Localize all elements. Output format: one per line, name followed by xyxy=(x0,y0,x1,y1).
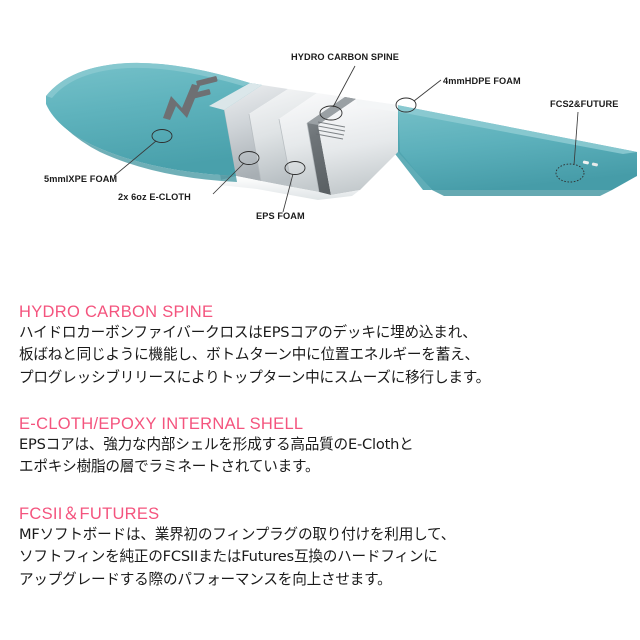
surfboard-construction-diagram: HYDRO CARBON SPINE 4mmHDPE FOAM FCS2&FUT… xyxy=(0,0,640,290)
feature-section-e-cloth-epoxy-internal-shell: E-CLOTH/EPOXY INTERNAL SHELL EPSコアは、強力な内… xyxy=(19,414,631,479)
tail-body xyxy=(397,105,637,190)
layer-eps-foam xyxy=(249,89,317,187)
tail-top-highlight xyxy=(397,105,637,154)
callout-label-hydro-carbon-spine: HYDRO CARBON SPINE xyxy=(291,52,399,62)
tail-bottom-shadow xyxy=(432,190,612,196)
layer-e-cloth xyxy=(224,85,288,181)
callout-4mm-hdpe-foam: 4mmHDPE FOAM xyxy=(395,76,521,113)
section-title: E-CLOTH/EPOXY INTERNAL SHELL xyxy=(19,415,304,433)
tail-cut-face xyxy=(392,108,432,190)
callout-marker-circle xyxy=(395,97,417,113)
callout-marker-circle xyxy=(238,151,260,165)
section-body: EPSコアは、強力な内部シェルを形成する高品質のE-Clothと エポキシ樹脂の… xyxy=(19,436,414,476)
callout-label-4mm-hdpe-foam: 4mmHDPE FOAM xyxy=(443,76,521,86)
section-title: HYDRO CARBON SPINE xyxy=(19,303,214,321)
callout-fcs2-future: FCS2&FUTURE xyxy=(550,99,618,166)
mf-logo xyxy=(163,76,218,120)
callout-2x-6oz-e-cloth: 2x 6oz E-CLOTH xyxy=(118,151,260,202)
callout-label-2x-6oz-e-cloth: 2x 6oz E-CLOTH xyxy=(118,192,191,202)
nose-bottom-shadow xyxy=(56,119,237,182)
callout-marker-circle xyxy=(319,105,343,121)
feature-section-fcsii-futures: FCSII＆FUTURES MFソフトボードは、業界初のフィンプラグの取り付けを… xyxy=(19,504,631,591)
section-title: FCSII＆FUTURES xyxy=(19,505,160,523)
nose-top-highlight xyxy=(46,62,250,98)
right-shell-top-edge xyxy=(356,99,398,112)
callout-eps-foam: EPS FOAM xyxy=(256,161,306,221)
callout-leader-line xyxy=(413,79,442,102)
carbon-spine-top xyxy=(307,97,356,125)
callout-5mm-ixpe-foam: 5mmIXPE FOAM xyxy=(44,129,173,184)
callout-leader-line xyxy=(573,111,579,166)
callout-leader-line xyxy=(332,65,356,108)
section-body: ハイドロカーボンファイバークロスはEPSコアのデッキに埋め込まれ、 板ばねと同じ… xyxy=(19,324,491,386)
nose-cut-rail xyxy=(209,83,262,110)
fcs-plug-outline xyxy=(555,163,585,183)
callout-label-5mm-ixpe-foam: 5mmIXPE FOAM xyxy=(44,174,117,184)
feature-section-hydro-carbon-spine: HYDRO CARBON SPINE ハイドロカーボンファイバークロスはEPSコ… xyxy=(19,302,631,389)
board-tail-section xyxy=(392,105,637,196)
section-body: MFソフトボードは、業界初のフィンプラグの取り付けを利用して、 ソフトフィンを純… xyxy=(19,526,456,588)
board-nose-section xyxy=(46,62,262,182)
callout-leader-line xyxy=(113,140,157,177)
callout-hydro-carbon-spine: HYDRO CARBON SPINE xyxy=(291,52,399,121)
callout-group: HYDRO CARBON SPINE 4mmHDPE FOAM FCS2&FUT… xyxy=(44,52,618,221)
carbon-weave-hatch xyxy=(315,121,346,140)
callout-leader-line xyxy=(212,162,245,195)
fin-insert-marks xyxy=(582,160,598,167)
layer-right-shell xyxy=(318,99,398,195)
callout-marker-circle xyxy=(151,129,173,143)
callout-label-fcs2-future: FCS2&FUTURE xyxy=(550,99,618,109)
callout-leader-line xyxy=(282,173,294,213)
callout-label-eps-foam: EPS FOAM xyxy=(256,211,305,221)
callout-marker-circle xyxy=(284,161,306,175)
feature-description-list: HYDRO CARBON SPINE ハイドロカーボンファイバークロスはEPSコ… xyxy=(0,290,640,640)
layer-deck-panel xyxy=(279,93,345,192)
